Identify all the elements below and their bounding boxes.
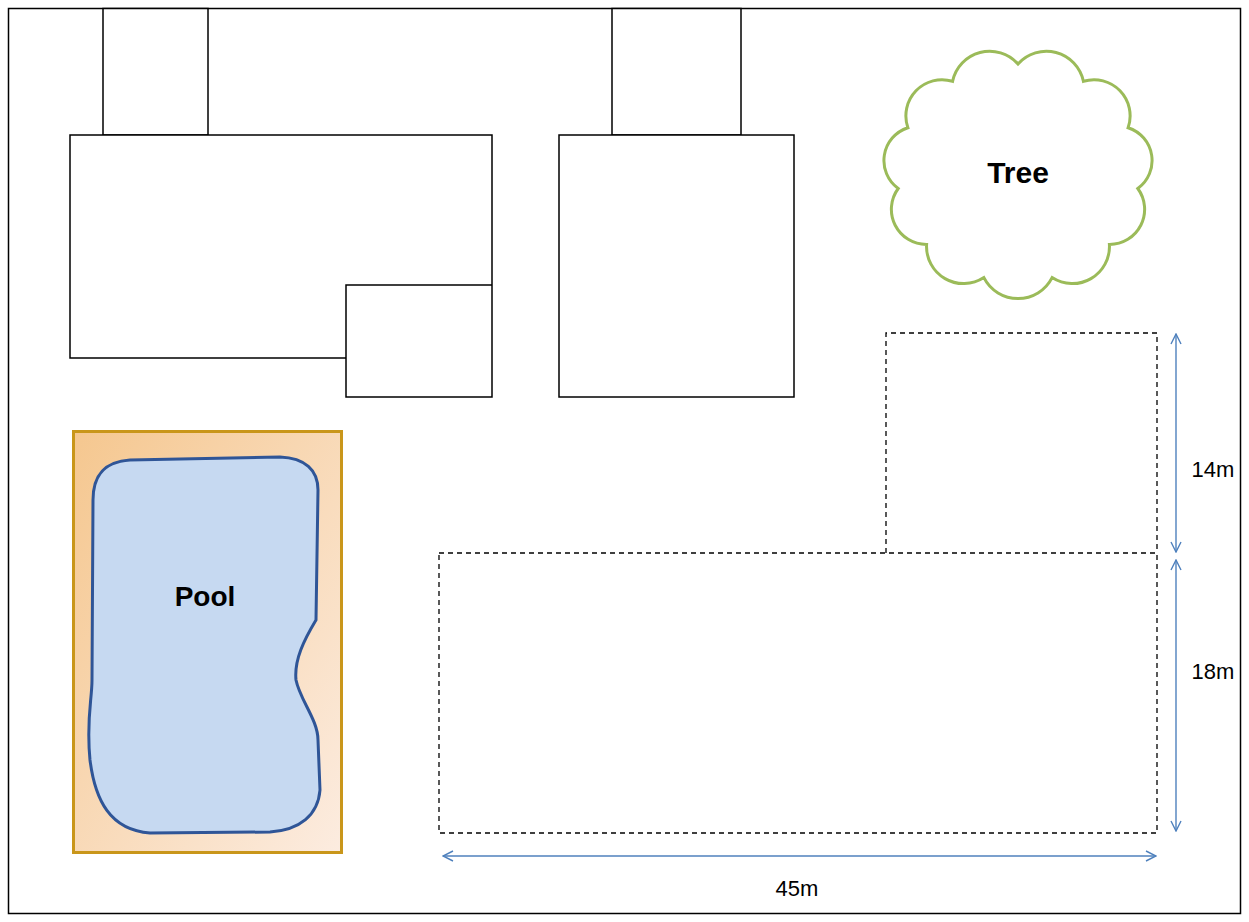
dimension-label: 45m bbox=[773, 875, 822, 903]
tree-canopy: Tree bbox=[873, 40, 1163, 306]
pool-outline bbox=[89, 457, 320, 833]
dimension-label: 18m bbox=[1189, 658, 1238, 686]
dimension-line bbox=[1175, 334, 1176, 552]
building-outline bbox=[70, 135, 492, 397]
dimension-line bbox=[443, 855, 1156, 856]
area-name: Pool bbox=[175, 581, 236, 613]
building-annex bbox=[612, 9, 741, 136]
dimension-line bbox=[1175, 560, 1176, 831]
pool-water: Pool bbox=[85, 452, 325, 842]
lot-boundary bbox=[9, 9, 1241, 914]
tree-outline bbox=[884, 51, 1152, 298]
building-annex bbox=[103, 9, 208, 136]
planned-area bbox=[886, 333, 1157, 553]
pool-deck bbox=[74, 432, 342, 853]
planned-area bbox=[439, 553, 1157, 833]
area-name: Tree bbox=[987, 156, 1049, 190]
dimension-label: 14m bbox=[1189, 456, 1238, 484]
building-outline bbox=[559, 135, 794, 397]
pool-outline bbox=[85, 452, 325, 842]
